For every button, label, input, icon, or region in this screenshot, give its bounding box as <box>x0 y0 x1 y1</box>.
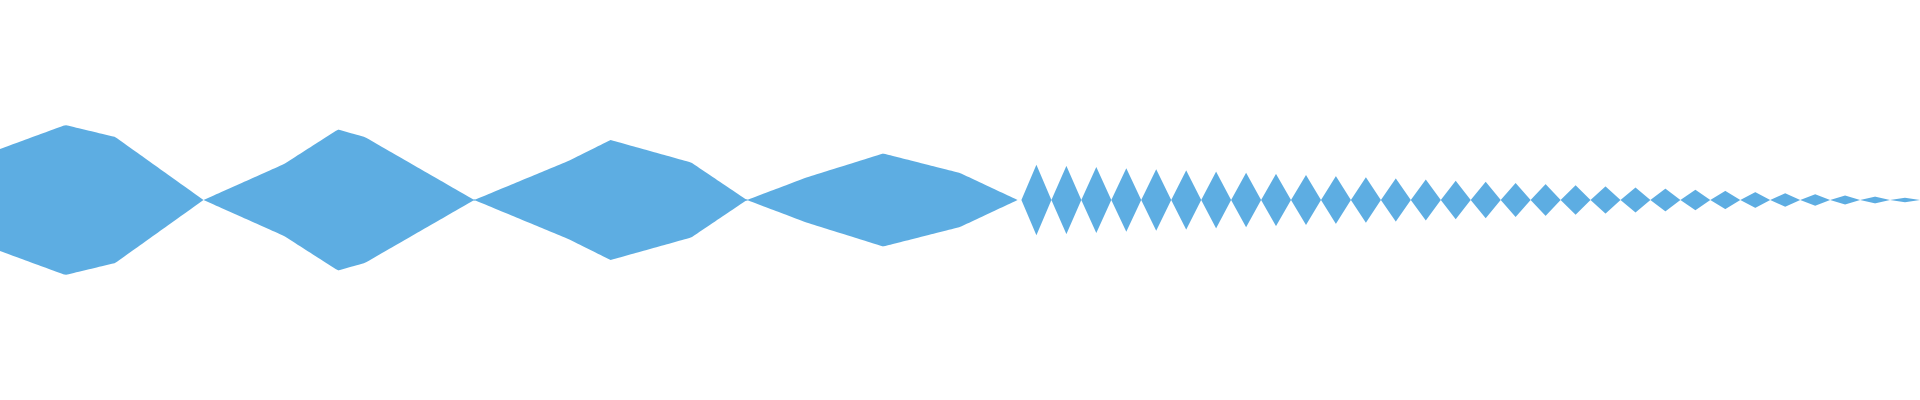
waveform-lobe <box>1171 170 1202 230</box>
waveform-lobe <box>1530 184 1561 216</box>
waveform-lobe <box>1440 180 1471 220</box>
waveform-lobe <box>1231 172 1262 228</box>
waveform-lobe <box>1770 193 1801 207</box>
waveform-lobe <box>1680 189 1711 211</box>
waveform-lobe <box>1590 186 1621 214</box>
waveform-lobe <box>1470 181 1501 219</box>
waveform-lobe <box>1620 187 1651 213</box>
waveform-lobe <box>1800 194 1831 206</box>
waveform-lobe <box>1740 192 1771 208</box>
waveform-lobe <box>1710 190 1741 210</box>
waveform-lobe <box>1321 176 1351 224</box>
waveform-lobe <box>1261 173 1291 227</box>
waveform-lobe <box>1380 178 1411 222</box>
waveform-lobe <box>1410 179 1441 221</box>
waveform-lobe <box>1650 188 1681 212</box>
waveform-envelope-section <box>0 125 1018 275</box>
waveform-lobe <box>1830 195 1861 205</box>
waveform-lobe <box>1201 171 1232 229</box>
waveform-lobe <box>1051 165 1082 235</box>
waveform-lobe <box>1081 167 1112 233</box>
waveform-shape-group <box>0 125 1920 275</box>
waveform-lobe <box>1291 175 1321 225</box>
waveform-lobe <box>1860 196 1890 204</box>
waveform-lobe <box>1111 168 1142 232</box>
waveform-lobe <box>1560 185 1591 215</box>
waveform-lobe <box>1500 183 1531 217</box>
waveform-lobe <box>1890 197 1920 203</box>
waveform-lobe <box>1021 164 1052 236</box>
waveform-lobe <box>1350 177 1381 223</box>
waveform-lobe <box>1141 169 1172 231</box>
